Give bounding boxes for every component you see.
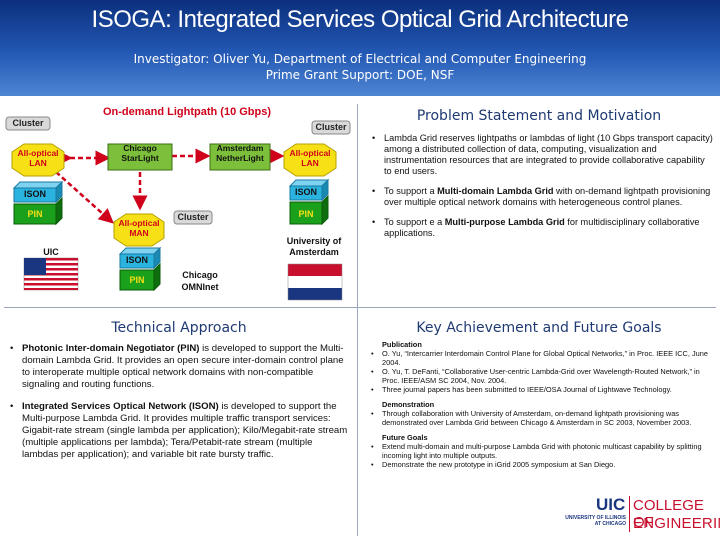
publication-subheading: Publication: [382, 340, 422, 349]
technical-heading: Technical Approach: [111, 320, 247, 336]
lightpath-lan-to-man: [55, 171, 114, 224]
cluster-tag-right: [311, 120, 351, 135]
uic-engineering-logo: UIC UNIVERSITY OF ILLINOIS AT CHICAGO CO…: [560, 494, 720, 536]
amsterdam-site-line2: Amsterdam: [289, 247, 339, 257]
list-item: Demonstrate the new prototype in iGrid 2…: [368, 460, 714, 469]
list-item: O. Yu, “Intercarrier Interdomain Control…: [368, 349, 714, 367]
uic-site-label: UIC: [43, 247, 59, 257]
logo-engineering-text: ENGINEERING: [633, 515, 720, 532]
man-ison-top: [118, 247, 162, 255]
right-ison-side: [321, 178, 329, 202]
left-ison-box: [12, 181, 64, 189]
logo-university-line2: AT CHICAGO: [594, 521, 626, 527]
publication-list: O. Yu, “Intercarrier Interdomain Control…: [368, 349, 714, 394]
cluster-label-right: Cluster: [315, 122, 347, 132]
logo-college-text: COLLEGE OF: [633, 497, 704, 531]
right-ison-label: ISON: [294, 187, 317, 197]
omninet-line1: Chicago: [182, 270, 218, 280]
list-item: Through collaboration with University of…: [368, 409, 714, 427]
man-ison-label: ISON: [125, 255, 148, 265]
future-list: Extend multi-domain and multi-purpose La…: [368, 442, 714, 469]
future-subheading: Future Goals: [382, 433, 428, 442]
starlight-label: Chicago StarLight: [121, 143, 159, 163]
network-diagram: [5, 116, 351, 301]
list-item: Extend multi-domain and multi-purpose La…: [368, 442, 714, 460]
starlight-box: [107, 143, 173, 171]
right-pin-side: [321, 194, 329, 226]
cluster-tag-left: [5, 116, 51, 131]
netherlight-box: [209, 143, 271, 171]
left-optical-lan-node: [11, 143, 65, 177]
left-pin-side: [55, 196, 63, 226]
lightpath-label: On-demand Lightpath (10 Gbps): [102, 106, 272, 118]
vertical-divider: [357, 104, 358, 536]
optical-man-node: [113, 213, 165, 247]
netherlight-label: Amsterdam NetherLight: [216, 143, 264, 163]
cluster-tag-man: [173, 210, 213, 225]
list-item: Lambda Grid reserves lightpaths or lambd…: [372, 133, 714, 177]
grant-support-line: Prime Grant Support: DOE, NSF: [265, 68, 455, 82]
man-ison-side: [153, 246, 161, 270]
page-title: ISOGA: Integrated Services Optical Grid …: [91, 6, 629, 33]
logo-uic-text: UIC: [596, 495, 626, 514]
list-item: O. Yu, T. DeFanti, “Collaborative User-c…: [368, 367, 714, 385]
problem-heading: Problem Statement and Motivation: [416, 108, 662, 124]
right-pin-label: PIN: [298, 209, 314, 219]
logo-university-line1: UNIVERSITY OF ILLINOIS: [565, 515, 626, 521]
horizontal-divider: [4, 307, 716, 308]
man-pin-label: PIN: [129, 275, 145, 285]
investigator-line: Investigator: Oliver Yu, Department of E…: [133, 52, 587, 66]
logo-separator: [629, 496, 630, 532]
amsterdam-site-line1: University of: [286, 236, 342, 246]
left-ison-label: ISON: [23, 189, 46, 199]
right-optical-lan-node: [283, 143, 337, 177]
list-item: Three journal papers has been submitted …: [368, 385, 714, 394]
netherlands-flag-icon: [287, 263, 343, 301]
cluster-label-left: Cluster: [12, 118, 44, 128]
header-banner: ISOGA: Integrated Services Optical Grid …: [0, 0, 720, 96]
problem-list: Lambda Grid reserves lightpaths or lambd…: [372, 133, 714, 248]
list-item: To support a Multi-domain Lambda Grid wi…: [372, 186, 714, 208]
demonstration-list: Through collaboration with University of…: [368, 409, 714, 427]
achievement-body: Publication O. Yu, “Intercarrier Interdo…: [368, 340, 714, 469]
left-ison-side: [55, 180, 63, 204]
man-pin-side: [153, 262, 161, 292]
left-pin-label: PIN: [27, 209, 43, 219]
man-label: All-optical MAN: [118, 218, 160, 238]
left-lan-label: All-optical LAN: [17, 148, 59, 168]
list-item: Photonic Inter-domain Negotiator (PIN) i…: [10, 343, 350, 391]
usa-flag-icon: [23, 257, 79, 291]
cluster-label-man: Cluster: [177, 212, 209, 222]
list-item: To support e a Multi-purpose Lambda Grid…: [372, 217, 714, 239]
demonstration-subheading: Demonstration: [382, 400, 435, 409]
right-lan-label: All-optical LAN: [289, 148, 331, 168]
technical-list: Photonic Inter-domain Negotiator (PIN) i…: [10, 343, 350, 471]
list-item: Integrated Services Optical Network (ISO…: [10, 401, 350, 461]
omninet-line2: OMNInet: [181, 282, 219, 292]
achievement-heading: Key Achievement and Future Goals: [416, 320, 662, 336]
